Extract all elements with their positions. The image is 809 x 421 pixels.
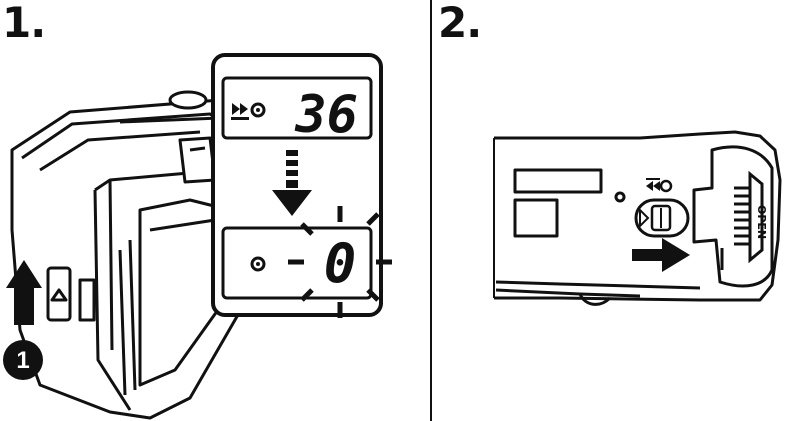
film-cartridge-icon (252, 258, 264, 270)
open-door-label: OPEN (755, 205, 768, 239)
callout-marker-1: 1 (3, 340, 43, 380)
callout-marker-1-label: 1 (16, 347, 29, 374)
frame-counter-top: 36 (294, 85, 358, 145)
rewind-switch-icon (636, 200, 688, 236)
frame-counter-bottom: 0 (324, 232, 357, 295)
